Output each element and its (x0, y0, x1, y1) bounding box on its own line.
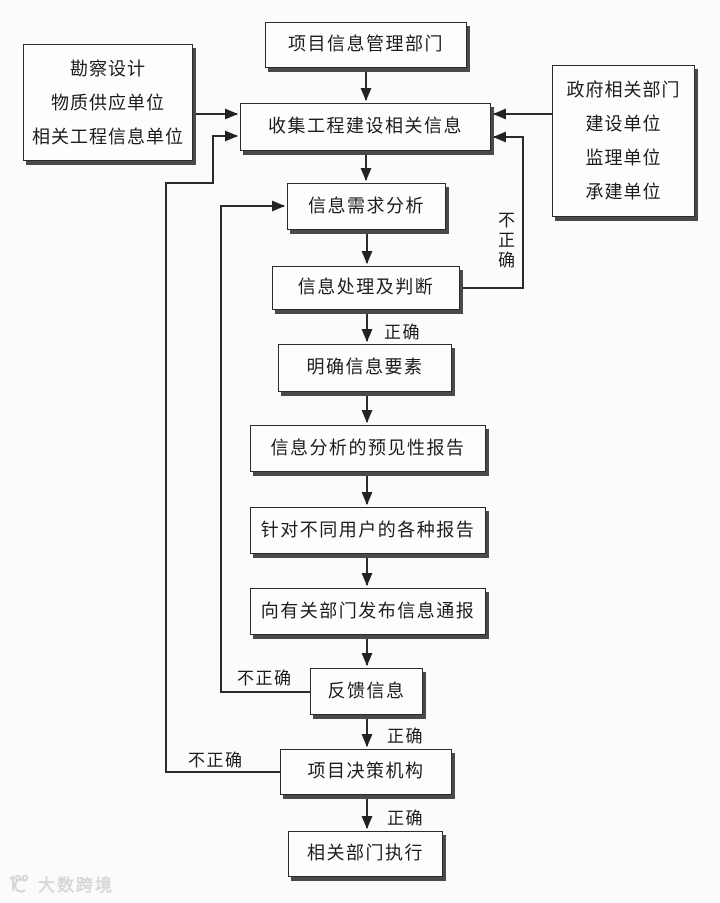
watermark-text: 大数跨境 (38, 876, 114, 895)
node-label: 相关部门执行 (307, 843, 424, 864)
node-clarify-elements: 明确信息要素 (278, 344, 452, 392)
node-label-line: 勘察设计 (70, 58, 146, 79)
node-feedback-info: 反馈信息 (310, 668, 423, 715)
node-label-line: 监理单位 (585, 148, 662, 168)
edge-label-process-correct: 正确 (384, 323, 421, 342)
node-user-reports: 针对不同用户的各种报告 (250, 507, 486, 554)
node-right-sources: 政府相关部门 建设单位 监理单位 承建单位 (552, 65, 695, 217)
node-demand-analysis: 信息需求分析 (287, 183, 446, 230)
node-left-sources: 勘察设计 物质供应单位 相关工程信息单位 (23, 44, 193, 161)
edge-label-feedback-incorrect: 不正确 (237, 669, 293, 688)
node-label: 收集工程建设相关信息 (268, 116, 463, 137)
node-collect-info: 收集工程建设相关信息 (240, 103, 491, 151)
node-label: 向有关部门发布信息通报 (260, 600, 476, 621)
node-label-line: 相关工程信息单位 (32, 126, 184, 147)
edge-label-decision-correct: 正确 (387, 809, 424, 828)
node-label-line: 承建单位 (585, 182, 662, 202)
node-label: 信息处理及判断 (297, 277, 435, 298)
node-label: 反馈信息 (327, 680, 406, 701)
edge-label-feedback-correct: 正确 (387, 727, 424, 746)
node-label: 信息需求分析 (308, 195, 425, 216)
watermark-logo-icon (9, 874, 29, 893)
node-project-info-dept: 项目信息管理部门 (265, 22, 467, 68)
edge-label-decision-incorrect: 不正确 (188, 751, 244, 770)
node-dept-execute: 相关部门执行 (288, 831, 443, 877)
edge-process-feedback-loop (460, 131, 524, 289)
node-issue-notice: 向有关部门发布信息通报 (250, 588, 486, 635)
node-label: 信息分析的预见性报告 (270, 437, 466, 458)
node-process-judge: 信息处理及判断 (272, 266, 460, 310)
node-decision-body: 项目决策机构 (280, 749, 452, 795)
node-label: 项目信息管理部门 (288, 34, 444, 55)
node-label: 针对不同用户的各种报告 (260, 519, 476, 540)
edge-feedback-feedback-loop (220, 200, 310, 693)
edge-decision-feedback-loop (165, 130, 280, 773)
node-label: 项目决策机构 (307, 761, 425, 782)
node-label-line: 物质供应单位 (51, 92, 165, 113)
node-label: 明确信息要素 (306, 357, 424, 378)
node-label-line: 建设单位 (585, 114, 662, 134)
edge-label-process-incorrect: 不正确 (495, 211, 514, 271)
node-foresight-report: 信息分析的预见性报告 (250, 425, 486, 472)
node-label-line: 政府相关部门 (566, 80, 681, 100)
watermark: 大数跨境 (6, 871, 114, 896)
